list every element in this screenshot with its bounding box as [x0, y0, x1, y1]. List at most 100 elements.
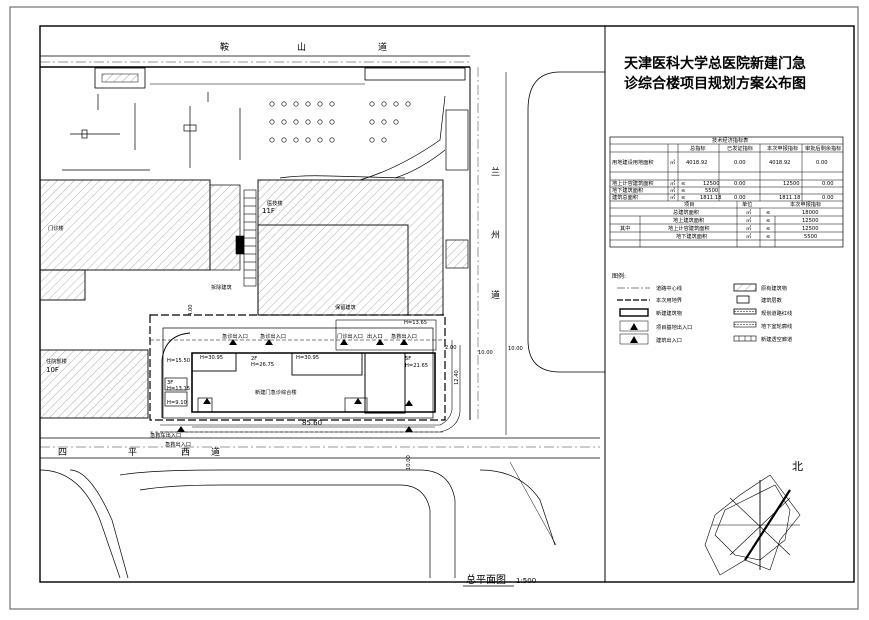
- compass-label: 北: [792, 460, 803, 473]
- existing-building-west: [39, 179, 211, 271]
- sub2-op: ≤: [766, 218, 770, 224]
- landscape-trees: [269, 101, 411, 143]
- east-road-char-1: 兰: [491, 166, 500, 178]
- south-road-char-2: 平: [128, 447, 137, 458]
- east-road-char-2: 州: [491, 230, 500, 241]
- gate-7: 急救出入口: [165, 440, 191, 448]
- gate-1: 急诊出入口: [222, 332, 248, 340]
- label-tag-demolish: 拆除建筑: [211, 283, 233, 291]
- row1-v2: 0.00: [734, 181, 746, 187]
- economic-table: 技术经济指标表 总指标 已发证指标 本次申报指标 审批后剩余指标 用地建设用地面…: [609, 136, 844, 248]
- head-apply: 本次申报指标: [767, 144, 798, 152]
- height-8: H=9.10: [167, 400, 187, 406]
- sub-head-val: 本次申报指标: [790, 200, 821, 208]
- legend-swatch-site-entrance: [630, 323, 638, 330]
- gate-4: 出入口: [367, 332, 383, 340]
- top-service-strip: [94, 67, 466, 89]
- south-road-char-1: 四: [58, 448, 67, 458]
- sub3-group: 其中: [620, 224, 630, 232]
- label-3f: 3F: [167, 380, 173, 386]
- east-road-char-3: 道: [491, 289, 500, 301]
- row3-v1: 1811.18: [700, 195, 721, 201]
- legend-item-road-centerline: 道路中心线: [617, 284, 682, 292]
- row2-op: ≤: [681, 188, 685, 194]
- height-5: H=13.65: [404, 320, 427, 326]
- dim-10-c: 10.00: [406, 455, 412, 470]
- legend-swatch-existing-building: [733, 283, 757, 292]
- legend-item-new-building: 新建建筑物: [619, 308, 682, 317]
- site-boundary: [149, 314, 461, 433]
- legend-swatch-new-building: [619, 308, 649, 317]
- dim-width: 85.60: [302, 419, 322, 427]
- row1-v3: 12500: [783, 181, 800, 187]
- existing-buildings: [39, 109, 469, 419]
- drawing-title-line1: 天津医科大学总医院新建门急: [624, 55, 806, 72]
- gate-3: 门诊出入口: [337, 332, 363, 340]
- row1-v1: 12500: [703, 181, 720, 187]
- label-2f: 2F: [251, 356, 257, 362]
- legend-label-road-centerline: 道路中心线: [656, 284, 682, 292]
- label-tag-office: 门诊楼: [48, 224, 64, 232]
- label-10f: 10F: [46, 366, 59, 374]
- existing-building-10f: [39, 349, 149, 419]
- inner-frame: [39, 25, 855, 583]
- legend-label-new-building: 新建建筑物: [656, 309, 682, 317]
- gate-5: 急救出入口: [391, 332, 417, 340]
- row2-label: 地下建筑面积: [612, 186, 643, 194]
- height-7: H=13.15: [167, 386, 190, 392]
- height-3: H=30.95: [296, 355, 319, 361]
- label-main-building: 新建门急诊综合楼: [255, 388, 297, 396]
- east-road: 兰 州 道: [469, 67, 605, 435]
- south-road-char-4: 道: [211, 446, 220, 458]
- sub2-val: 12500: [802, 218, 819, 224]
- legend-item-planning-redline: 规划道路红线: [733, 308, 792, 317]
- legend-item-building-entrance: 建筑出入口: [619, 333, 682, 345]
- north-road-char-2: 山: [297, 42, 306, 53]
- height-1: H=30.95: [200, 355, 223, 361]
- label-11f: 11F: [262, 207, 275, 215]
- legend-label-basement-outline: 地下室轮廓线: [761, 322, 792, 330]
- legend-title: 图例:: [612, 272, 626, 280]
- sub4-val: 5500: [804, 234, 817, 240]
- north-road-char-3: 道: [378, 41, 387, 53]
- land-v3: 4018.92: [769, 160, 790, 166]
- label-tag-inpatient: 住院部楼: [46, 357, 67, 365]
- sub4-label: 地下建筑面积: [676, 232, 707, 240]
- legend-item-floor-count: 建筑层数: [736, 295, 783, 304]
- dim-12: 12.40: [454, 370, 460, 385]
- site-fixtures: [62, 92, 446, 181]
- row1-op: ≤: [681, 181, 685, 187]
- head-issued: 已发证指标: [727, 144, 753, 152]
- dim-2: 2.00: [445, 345, 457, 351]
- legend-item-existing-building: 原有建筑物: [733, 283, 787, 292]
- row1-label: 地上计容建筑面积: [612, 179, 654, 187]
- south-road-char-3: 西: [181, 447, 190, 458]
- legend-item-open-corridor: 新建透空廊道: [733, 335, 792, 343]
- row2-v1: 5500: [705, 188, 718, 194]
- dim-10-a: 10.00: [478, 350, 493, 356]
- legend-label-building-entrance: 建筑出入口: [656, 336, 682, 344]
- sub2-unit: ㎡: [746, 216, 752, 224]
- head-remain: 审批后剩余指标: [805, 144, 841, 152]
- plan-title: 总平面图: [466, 573, 506, 586]
- row3-v3: 1811.18: [779, 195, 800, 201]
- sub1-label: 总建筑面积: [673, 208, 699, 216]
- compass-rose: [704, 474, 801, 576]
- table-caption: 技术经济指标表: [712, 136, 749, 144]
- label-tag-keep: 保留建筑: [335, 303, 357, 311]
- dim-10-b: 10.00: [508, 346, 523, 352]
- land-label: 用地建设用地面积: [612, 158, 654, 166]
- row3-label: 建筑总面积: [612, 193, 638, 201]
- label-tag-medical: 医技楼: [267, 199, 283, 207]
- height-4: H=21.65: [405, 363, 428, 369]
- sub3-unit: ㎡: [746, 224, 752, 232]
- drawing-title-line2: 诊综合楼项目规划方案公布图: [624, 75, 806, 92]
- height-2: H=26.75: [251, 362, 274, 368]
- sub-head-item: 项目: [684, 201, 694, 208]
- sub1-val: 18000: [802, 210, 819, 216]
- legend: 图例: 道路中心线 本次用地界 新建建筑物 项目基地出入口 建筑出入口 原有建筑…: [612, 272, 792, 345]
- plan-scale: 1:500: [516, 577, 536, 585]
- north-road-char-1: 鞍: [220, 41, 229, 53]
- sub1-op: ≤: [766, 210, 770, 216]
